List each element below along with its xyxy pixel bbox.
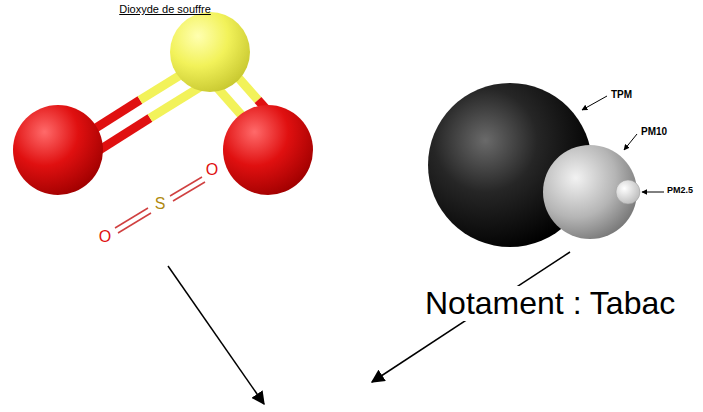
- particle-label: TPM: [611, 89, 632, 100]
- pm25-particle: [616, 180, 640, 204]
- leader-arrow: [642, 192, 664, 193]
- arrow: [168, 266, 264, 404]
- title-label: Dioxyde de souffre: [119, 3, 211, 15]
- note-label: Notament : Tabac: [423, 286, 677, 321]
- atom-symbol: S: [155, 195, 166, 213]
- oxygen-atom: [223, 105, 313, 195]
- leader-arrow: [582, 96, 607, 110]
- oxygen-atom: [13, 105, 103, 195]
- atom-symbol: O: [206, 161, 218, 179]
- sulfur-atom: [170, 12, 250, 92]
- double-bond: [115, 177, 205, 233]
- particle-label: PM2.5: [667, 186, 693, 196]
- leader-arrow: [624, 134, 637, 150]
- particle-label: PM10: [641, 126, 667, 137]
- atom-symbol: O: [99, 228, 111, 246]
